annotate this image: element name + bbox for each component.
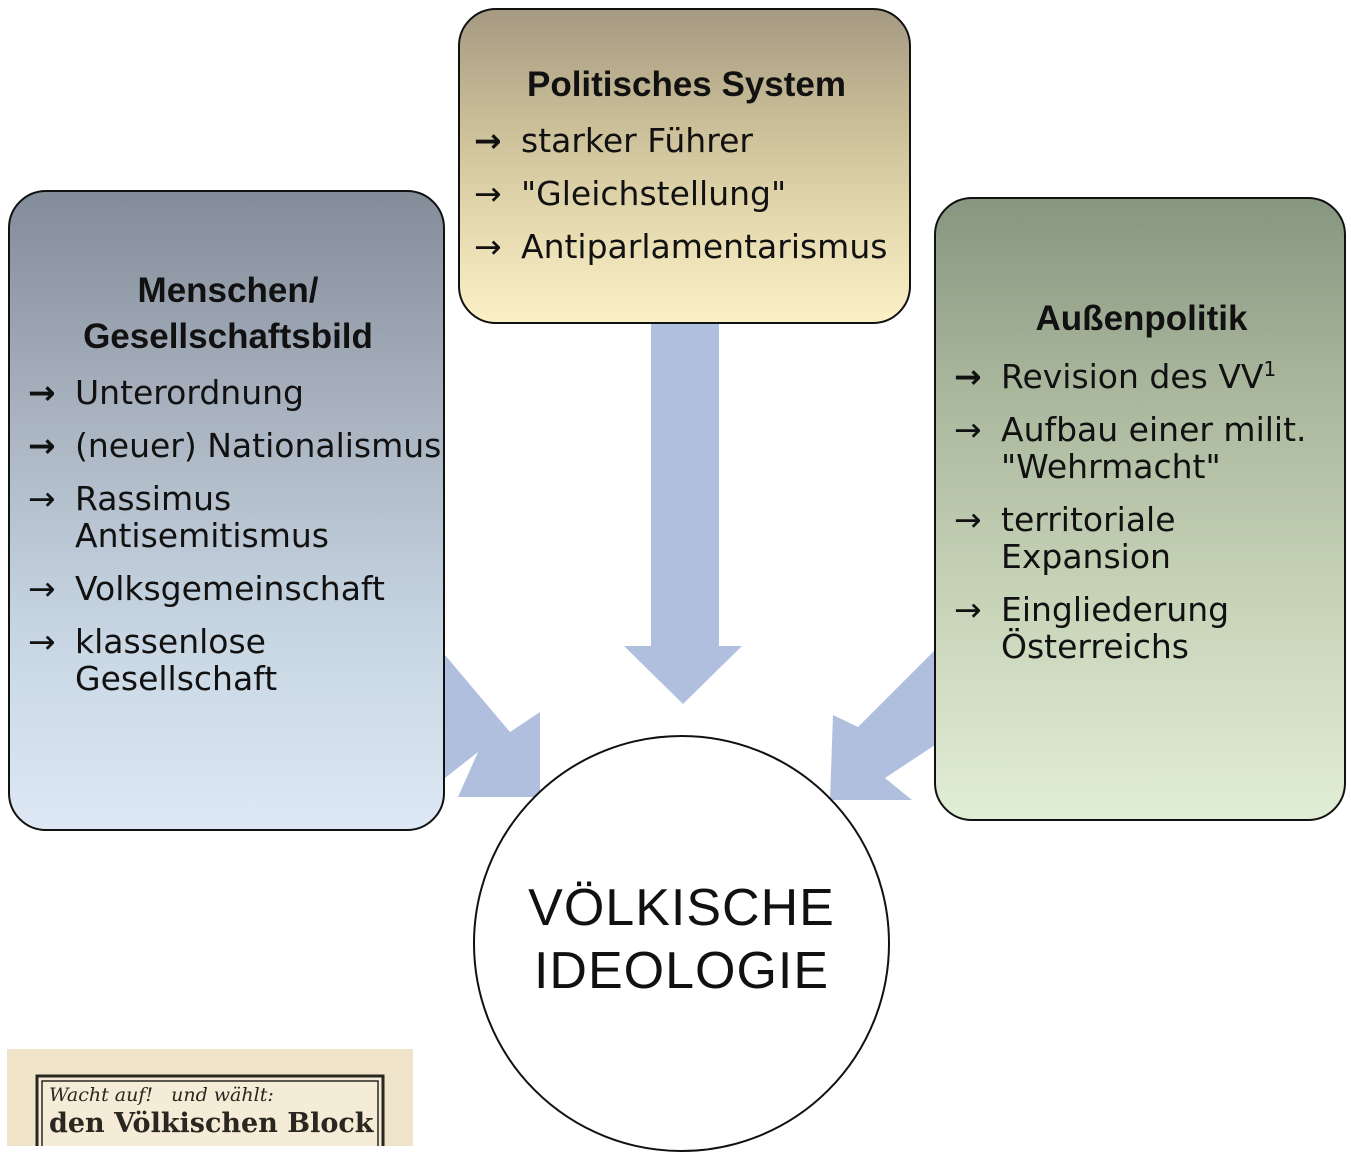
item-list: → Revision des VV1 → Aufbau einer milit.… xyxy=(954,358,1344,665)
arrow-left-to-center xyxy=(445,655,540,797)
item-list: → starker Führer → "Gleichstellung" → An… xyxy=(474,122,909,265)
item-text: Eingliederung Österreichs xyxy=(1001,590,1230,666)
list-item: → Eingliederung Österreichs xyxy=(954,591,1344,665)
list-item: → "Gleichstellung" xyxy=(474,175,909,212)
arrow-right-icon: → xyxy=(28,426,56,465)
arrow-right-icon: → xyxy=(954,500,982,539)
item-list: → Unterordnung → (neuer) Nationalismus →… xyxy=(28,374,443,697)
item-text: Aufbau einer milit. "Wehrmacht" xyxy=(1001,410,1307,486)
item-text: starker Führer xyxy=(521,121,753,160)
poster-line-2: den Völkischen Block xyxy=(49,1108,375,1139)
arrow-right-icon: → xyxy=(28,479,56,518)
list-item: → Revision des VV1 xyxy=(954,358,1344,395)
item-text: Volksgemeinschaft xyxy=(75,569,385,608)
arrow-right-icon: → xyxy=(954,410,982,449)
list-item: → (neuer) Nationalismus xyxy=(28,427,443,464)
list-item: → klassenlose Gesellschaft xyxy=(28,623,443,697)
arrow-right-icon: → xyxy=(954,357,982,396)
arrow-right-icon: → xyxy=(474,121,502,160)
arrow-top-to-center xyxy=(624,322,742,704)
box-title: Politisches System xyxy=(526,65,847,104)
list-item: → Volksgemeinschaft xyxy=(28,570,443,607)
arrow-right-icon: → xyxy=(28,622,56,661)
center-label-line1: VÖLKISCHE xyxy=(528,879,835,937)
item-text: Antiparlamentarismus xyxy=(521,227,888,266)
list-item: → Unterordnung xyxy=(28,374,443,411)
item-text: (neuer) Nationalismus xyxy=(75,426,442,465)
election-poster-image: Wacht auf! und wählt: den Völkischen Blo… xyxy=(7,1049,413,1146)
list-item: → territoriale Expansion xyxy=(954,501,1344,575)
item-text: territoriale Expansion xyxy=(1001,500,1176,576)
item-text: Rassimus Antisemitismus xyxy=(75,479,329,555)
list-item: → starker Führer xyxy=(474,122,909,159)
poster-graphic: Wacht auf! und wählt: den Völkischen Blo… xyxy=(7,1049,413,1146)
arrow-right-icon: → xyxy=(28,569,56,608)
box-title: Menschen/ Gesellschaftsbild xyxy=(83,271,373,356)
box-politisches-system: Politisches System → starker Führer → "G… xyxy=(458,8,911,324)
list-item: → Rassimus Antisemitismus xyxy=(28,480,443,554)
list-item: → Antiparlamentarismus xyxy=(474,228,909,265)
item-text: Unterordnung xyxy=(75,373,304,412)
item-text-main: Revision des VV xyxy=(1001,357,1264,396)
arrow-right-icon: → xyxy=(954,590,982,629)
box-aussenpolitik: Außenpolitik → Revision des VV1 → Aufbau… xyxy=(934,197,1346,821)
item-text: Revision des VV1 xyxy=(1001,358,1276,395)
arrow-right-icon: → xyxy=(474,174,502,213)
center-label: VÖLKISCHE IDEOLOGIE xyxy=(473,877,890,1003)
item-text: "Gleichstellung" xyxy=(521,174,787,213)
arrow-right-to-center xyxy=(830,650,935,800)
center-circle xyxy=(473,735,890,1152)
box-menschen-gesellschaftsbild: Menschen/ Gesellschaftsbild → Unterordnu… xyxy=(8,190,445,831)
box-title: Außenpolitik xyxy=(1035,299,1248,338)
item-text: klassenlose Gesellschaft xyxy=(75,622,278,698)
arrow-right-icon: → xyxy=(474,227,502,266)
list-item: → Aufbau einer milit. "Wehrmacht" xyxy=(954,411,1344,485)
arrow-right-icon: → xyxy=(28,373,56,412)
footnote-marker: 1 xyxy=(1263,357,1277,381)
poster-line-1: Wacht auf! und wählt: xyxy=(49,1084,274,1106)
center-label-line2: IDEOLOGIE xyxy=(533,942,830,1000)
